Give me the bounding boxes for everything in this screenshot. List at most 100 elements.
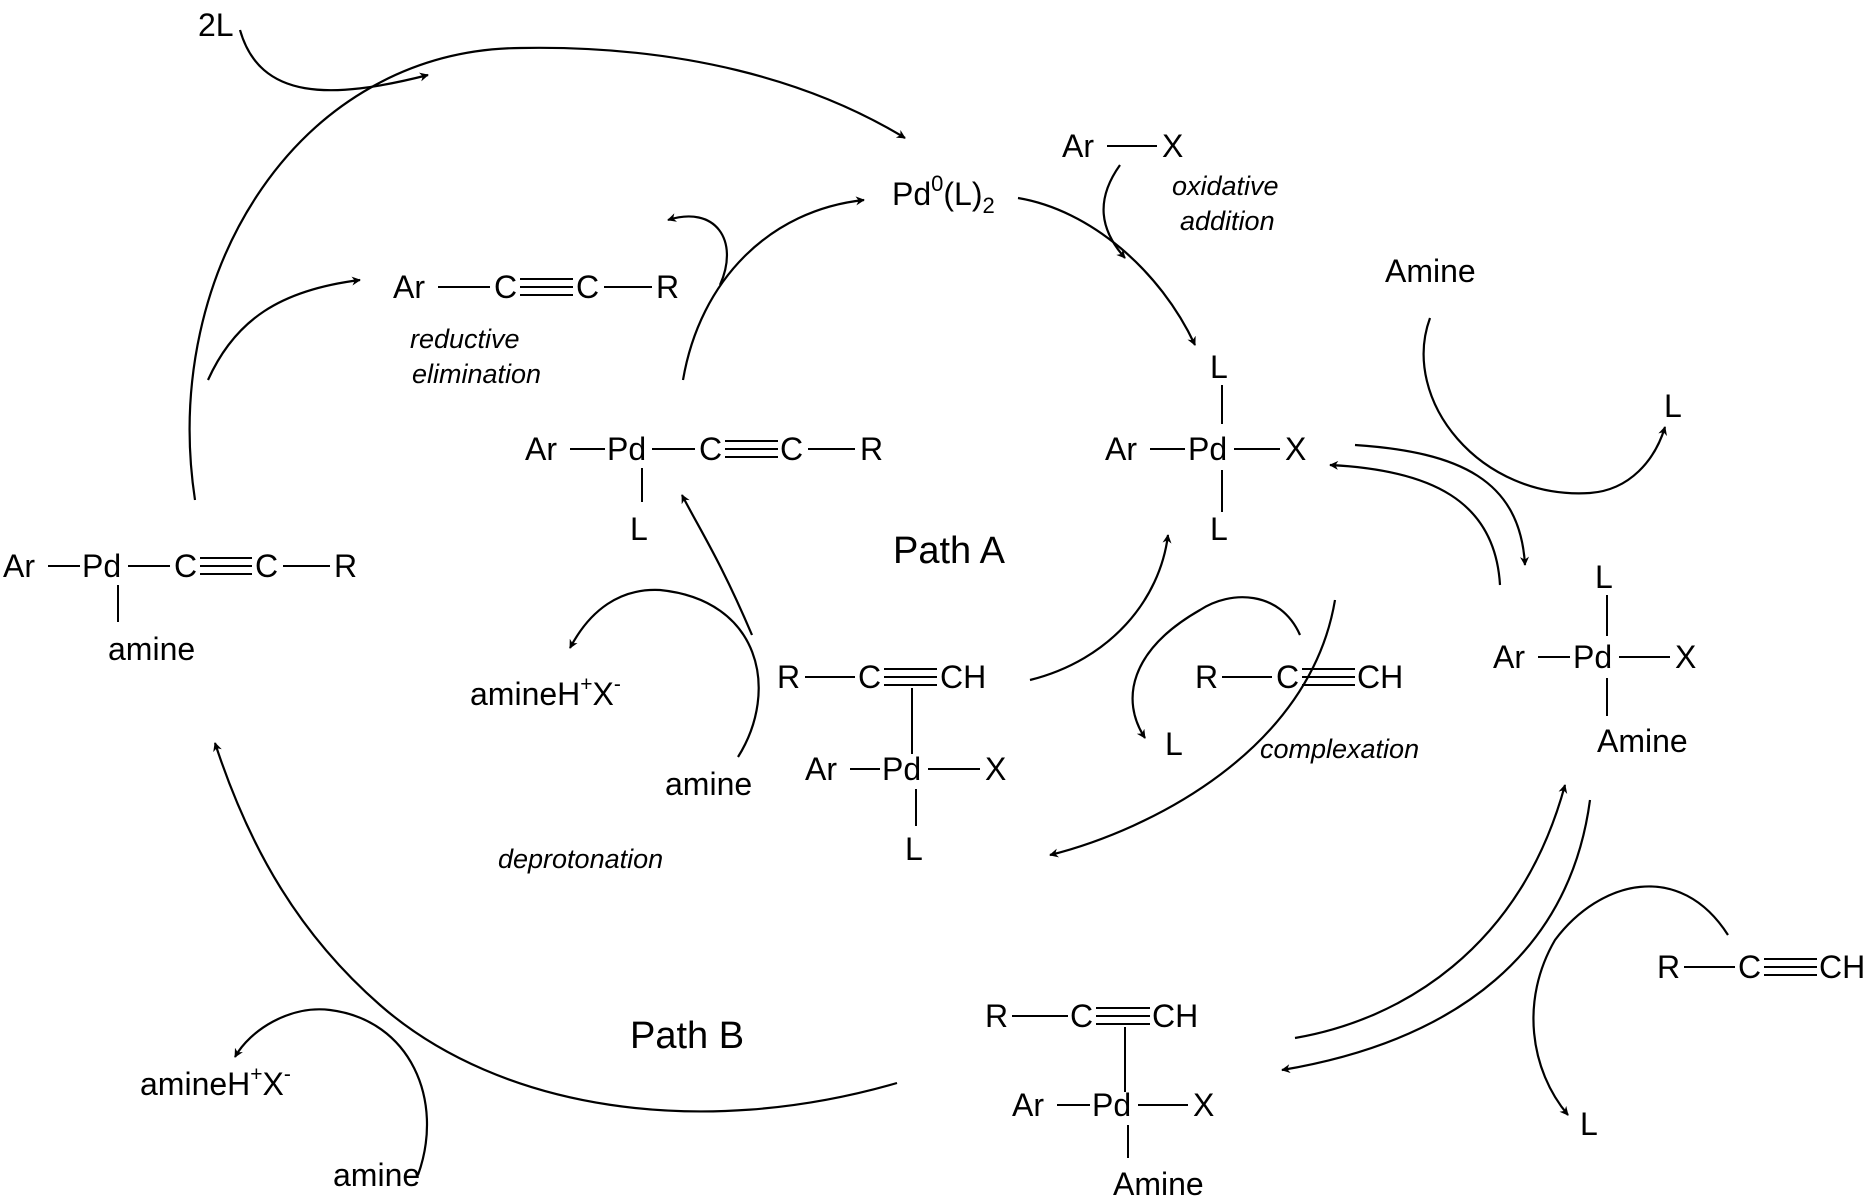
left-complex-c1: C <box>174 548 197 584</box>
coupled-product: Ar C C R <box>393 269 679 305</box>
pi-b-c: C <box>1070 998 1093 1034</box>
amine-complex-amine: Amine <box>1597 723 1688 759</box>
arrow-amine-salt-b <box>234 1008 428 1176</box>
complexation-label: complexation <box>1260 734 1419 764</box>
ammonium-salt-b-x: X <box>263 1066 284 1102</box>
left-complex-pd: Pd <box>82 548 121 584</box>
pd0-ligands: (L) <box>943 176 982 212</box>
pd-alkynyl-complex-a: Ar Pd C C R L <box>525 431 883 547</box>
ligand-released-label-top: L <box>1664 388 1682 424</box>
alkyne-mid-ch: CH <box>1357 659 1403 695</box>
arrow-2L-to-cycle <box>238 29 429 92</box>
pd0-symbol: Pd <box>892 176 931 212</box>
arrow-product-release-left <box>206 276 361 381</box>
arrow-amine-to-path-b <box>1294 784 1568 1040</box>
pd-alkynyl-amine-complex: Ar Pd C C R amine <box>3 548 357 667</box>
ligand-released-label-mid: L <box>1165 726 1183 762</box>
pi-b-pd: Pd <box>1092 1087 1131 1123</box>
pi-a-pd: Pd <box>882 751 921 787</box>
terminal-alkyne-right: R C CH <box>1657 949 1865 985</box>
arrow-product-release-a <box>667 213 729 286</box>
arrow-arx-in <box>1102 164 1126 259</box>
pd0-oxidation-state: 0 <box>931 171 943 196</box>
pi-a-ar: Ar <box>805 751 837 787</box>
product-ar: Ar <box>393 269 425 305</box>
ox-complex-ar: Ar <box>1105 431 1137 467</box>
complex-a-r: R <box>860 431 883 467</box>
arrow-complexation <box>1131 596 1302 739</box>
arrow-outer-cycle-top <box>188 46 906 501</box>
pi-alkyne-complex-b: R C CH Ar Pd X Amine <box>985 998 1214 1202</box>
oxidative-addition-label-1: oxidative <box>1172 171 1279 201</box>
left-complex-c2: C <box>255 548 278 584</box>
left-complex-ar: Ar <box>3 548 35 584</box>
pi-a-l: L <box>905 831 923 867</box>
arrow-path-b-back <box>1281 799 1592 1074</box>
pi-b-x: X <box>1193 1087 1214 1123</box>
complex-a-c2: C <box>780 431 803 467</box>
complex-a-ar: Ar <box>525 431 557 467</box>
arrow-ox-to-path-b <box>1049 599 1337 858</box>
complex-a-c1: C <box>699 431 722 467</box>
ox-complex-pd: Pd <box>1188 431 1227 467</box>
oxidative-addition-label-2: addition <box>1180 206 1275 236</box>
aryl-halide: Ar X <box>1062 128 1183 164</box>
ammonium-salt-a-plus: + <box>580 673 592 696</box>
pi-a-ch: CH <box>940 659 986 695</box>
pi-alkyne-complex-a: R C CH Ar Pd X L <box>777 659 1006 867</box>
arrows <box>188 29 1729 1176</box>
arrow-deprotonation-a <box>681 494 754 636</box>
pi-a-x: X <box>985 751 1006 787</box>
arrow-oxidative-addition <box>1017 196 1196 346</box>
amine-complex-pd: Pd <box>1573 639 1612 675</box>
pi-a-c: C <box>858 659 881 695</box>
left-complex-amine: amine <box>108 631 195 667</box>
product-c2: C <box>576 269 599 305</box>
amine-complex-l: L <box>1595 559 1613 595</box>
arrow-path-a-to-ox <box>1029 534 1172 682</box>
ammonium-salt-b: amineH+X- <box>140 1063 291 1102</box>
pi-b-amine: Amine <box>1113 1166 1204 1202</box>
ammonium-salt-b-base: amineH <box>140 1066 250 1102</box>
svg-text:Pd0(L)2: Pd0(L)2 <box>892 171 995 218</box>
reductive-elimination-label-2: elimination <box>412 359 541 389</box>
arrow-path-b-to-left <box>213 742 898 1113</box>
ox-complex-l-top: L <box>1210 349 1228 385</box>
pi-b-ch: CH <box>1152 998 1198 1034</box>
alkyne-mid-r: R <box>1195 659 1218 695</box>
pi-a-r: R <box>777 659 800 695</box>
alkyne-mid-c: C <box>1276 659 1299 695</box>
product-c1: C <box>494 269 517 305</box>
product-r: R <box>656 269 679 305</box>
arrow-amine-salt-a <box>569 588 760 758</box>
ligand-released-label-right: L <box>1580 1106 1598 1142</box>
amine-reagent-label: Amine <box>1385 253 1476 289</box>
complex-a-l: L <box>630 511 648 547</box>
arrow-equilibrium-back <box>1329 460 1502 586</box>
path-b-label: Path B <box>630 1015 744 1057</box>
ammonium-salt-a-base: amineH <box>470 676 580 712</box>
alkyne-right-c: C <box>1738 949 1761 985</box>
alkyne-right-r: R <box>1657 949 1680 985</box>
pd0-ligand-count: 2 <box>983 193 995 218</box>
oxidative-addition-complex: L Ar Pd X L <box>1105 349 1306 547</box>
ammonium-salt-b-minus: - <box>284 1063 291 1086</box>
ammonium-salt-a: amineH+X- <box>470 673 621 712</box>
pd-amine-complex: L Ar Pd X Amine <box>1493 559 1696 759</box>
deprotonation-label: deprotonation <box>498 844 663 874</box>
terminal-alkyne-middle: R C CH <box>1195 659 1403 695</box>
amine-complex-x: X <box>1675 639 1696 675</box>
arrow-equilibrium-forward <box>1354 443 1530 566</box>
ox-complex-x: X <box>1285 431 1306 467</box>
ammonium-salt-b-plus: + <box>250 1063 262 1086</box>
amine-complex-ar: Ar <box>1493 639 1525 675</box>
complex-a-pd: Pd <box>607 431 646 467</box>
ligand-2L-label: 2L <box>198 7 234 43</box>
pi-b-ar: Ar <box>1012 1087 1044 1123</box>
amine-label-b: amine <box>333 1157 420 1193</box>
ox-complex-l-bottom: L <box>1210 511 1228 547</box>
ammonium-salt-a-x: X <box>593 676 614 712</box>
aryl-halide-x: X <box>1162 128 1183 164</box>
